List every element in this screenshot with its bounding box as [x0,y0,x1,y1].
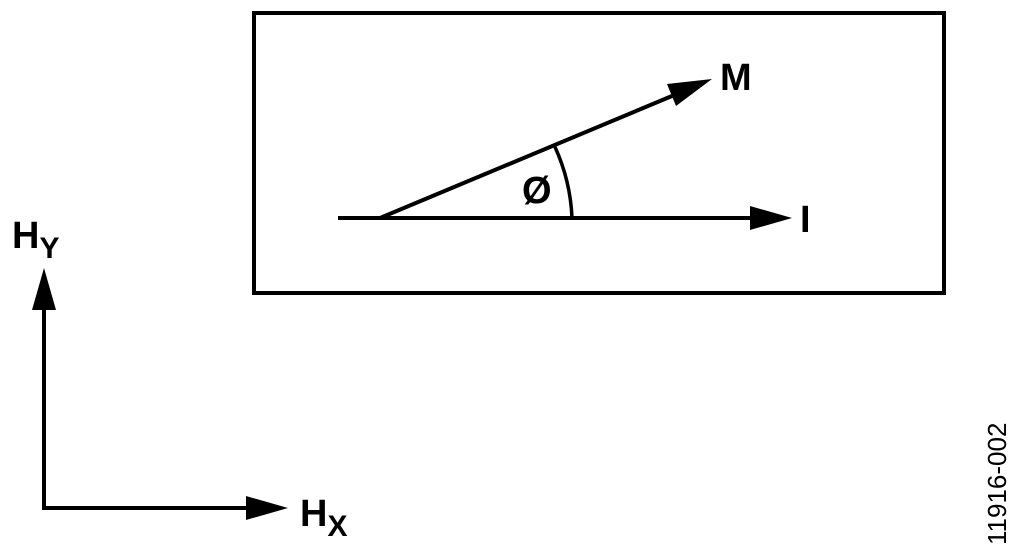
hx-axis-arrowhead [246,496,288,520]
current-label: I [800,199,811,241]
hy-label-main: H [12,215,39,257]
magnetization-vector-line [379,94,673,220]
hx-label-main: H [300,493,327,535]
current-vector-arrowhead [750,206,792,230]
magnetization-vector-arrowhead [667,79,712,106]
hx-label-subscript: X [327,510,347,543]
magnetization-label: M [720,57,752,99]
sensor-element-box [252,11,946,295]
figure-id: 11916-002 [982,423,1012,545]
hy-label-subscript: Y [39,232,59,265]
hy-axis-arrowhead [32,268,56,310]
angle-label: Ø [522,170,552,212]
angle-arc [553,146,574,219]
hy-axis-label: HY [12,215,59,265]
hx-axis-label: HX [300,493,347,543]
